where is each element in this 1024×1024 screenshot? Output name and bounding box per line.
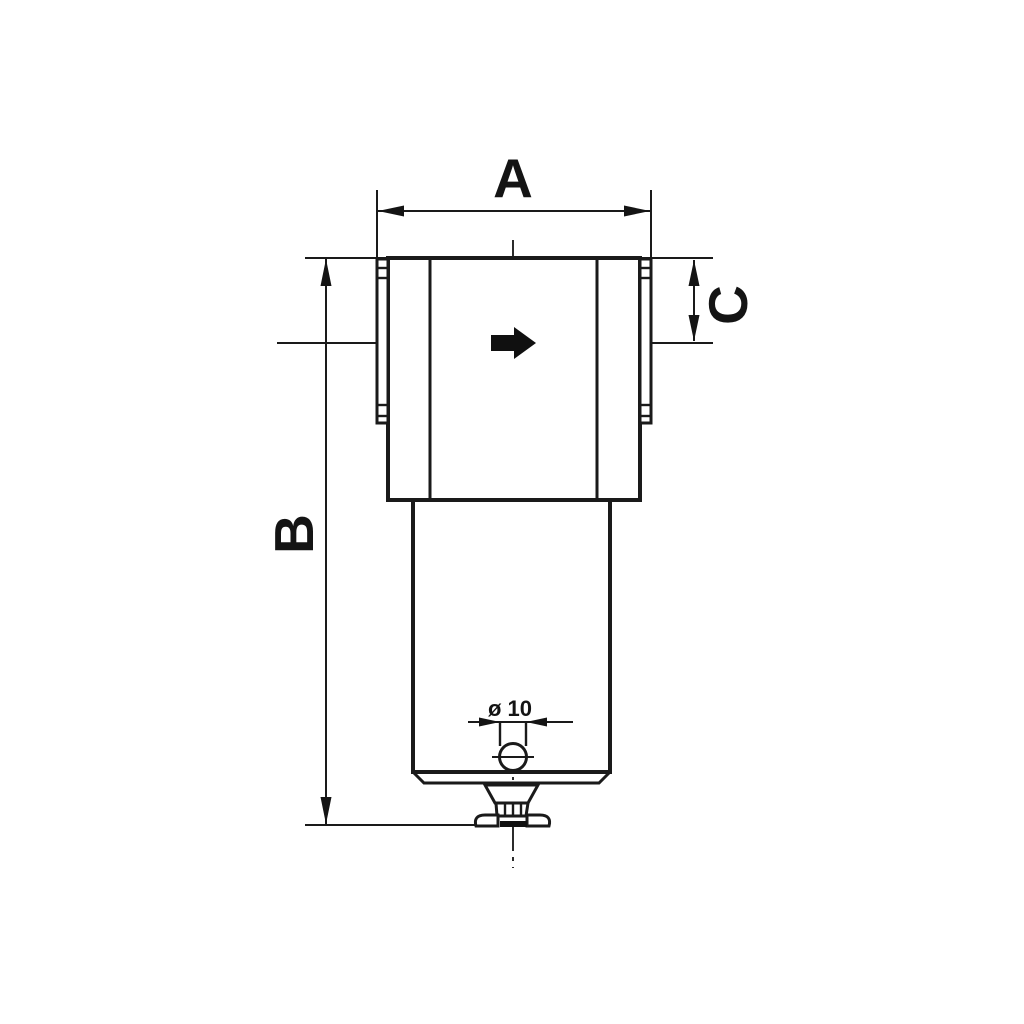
dim-arrowhead: [320, 797, 332, 824]
dim-arrowhead: [688, 315, 700, 341]
flow-arrow-head: [514, 327, 536, 359]
dim-b: B: [263, 259, 332, 824]
flow-arrow-tail: [491, 335, 514, 351]
flow-direction-arrow-icon: [491, 327, 536, 359]
drain-bore-dimension: ø 10: [468, 696, 573, 772]
dim-c: C: [688, 260, 759, 341]
port-boss-right: [638, 257, 653, 425]
port-boss-left: [375, 257, 390, 425]
bowl-bottom-cap: [411, 770, 612, 785]
filter-bowl: [411, 498, 612, 785]
drain-valve: [473, 783, 552, 828]
dim-arrowhead: [688, 260, 700, 286]
dim-a-label: A: [493, 147, 533, 209]
port-boss-left-body: [375, 257, 390, 425]
port-boss-right-body: [638, 257, 653, 425]
dim-a: A: [378, 147, 650, 217]
drain-outlet: [500, 821, 527, 827]
drain-valve-body: [482, 783, 541, 805]
dim-arrowhead: [378, 205, 404, 217]
dim-arrowhead: [320, 259, 332, 286]
dim-arrowhead: [526, 717, 547, 727]
drain-wing-right: [525, 813, 552, 828]
dim-c-label: C: [697, 285, 759, 325]
dim-arrowhead: [479, 717, 500, 727]
drain-bore-label: ø 10: [488, 696, 532, 721]
filter-bowl-outline: [411, 498, 612, 774]
filter-head: [375, 256, 653, 502]
filter-head-outline: [386, 256, 642, 502]
drain-wing-left: [473, 813, 500, 828]
dim-b-label: B: [263, 514, 325, 554]
dim-arrowhead: [624, 205, 650, 217]
